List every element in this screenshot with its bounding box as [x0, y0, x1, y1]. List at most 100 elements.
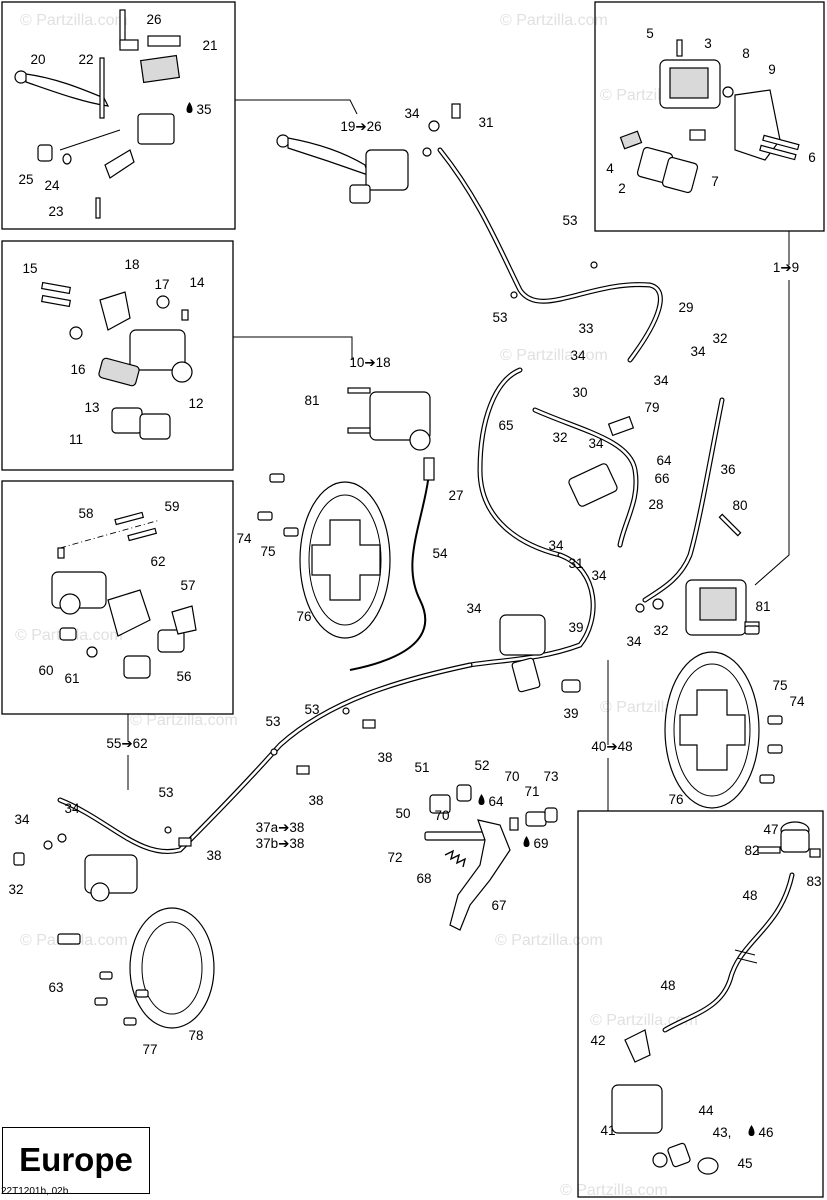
callout-label: 69 — [533, 836, 548, 851]
callout-label: 32 — [653, 623, 668, 638]
callout-label: 27 — [448, 488, 463, 503]
callout-label: 58 — [78, 506, 93, 521]
leader — [233, 336, 353, 360]
callout-label: 39 — [563, 706, 578, 721]
callout-label: 71 — [524, 784, 539, 799]
callout-label: 76 — [668, 792, 683, 807]
callout-label: 59 — [164, 499, 179, 514]
callout-label: 4 — [606, 161, 614, 176]
callout-label: 31 — [478, 115, 493, 130]
callout-label: 33 — [578, 321, 593, 336]
watermark: © Partzilla.com — [130, 712, 238, 729]
leader — [235, 99, 358, 115]
callout-label: 38 — [206, 848, 221, 863]
callout-label: 16 — [70, 362, 85, 377]
front-caliper-right-inset — [619, 39, 800, 194]
callout-label: 64 — [488, 794, 504, 809]
callout-label: 48 — [742, 888, 757, 903]
callout-label: 68 — [416, 871, 431, 886]
callout-label: 14 — [189, 275, 205, 290]
fluid-drop-icon — [523, 836, 530, 847]
callout-label: 79 — [644, 400, 659, 415]
callout-label: 53 — [265, 714, 280, 729]
callout-label: 53 — [158, 785, 173, 800]
callout-label: 83 — [806, 874, 821, 889]
callout-label: 10➔18 — [349, 355, 390, 370]
callout-label: 34 — [14, 812, 30, 827]
callout-label: 73 — [543, 769, 558, 784]
watermark: © Partzilla.com — [500, 347, 608, 364]
callout-label: 75 — [772, 678, 787, 693]
rear-master-inset — [611, 821, 821, 1175]
fluid-drop-markers — [186, 102, 755, 1136]
callout-label: 57 — [180, 578, 195, 593]
callout-label: 62 — [150, 554, 165, 569]
callout-label: 34 — [591, 568, 607, 583]
leader — [754, 280, 790, 586]
callout-label: 9 — [768, 62, 776, 77]
callout-label: 67 — [491, 898, 506, 913]
callout-label: 34 — [548, 538, 564, 553]
callout-label: 15 — [22, 261, 37, 276]
callout-label: 66 — [654, 471, 669, 486]
callout-label: 54 — [432, 546, 448, 561]
callout-label: 21 — [202, 38, 217, 53]
callout-label: 32 — [8, 882, 23, 897]
callout-label: 75 — [260, 544, 275, 559]
callout-label: 5 — [646, 26, 654, 41]
callout-label: 70 — [434, 808, 449, 823]
callout-label: 32 — [552, 430, 567, 445]
callout-label: 3 — [704, 36, 712, 51]
callout-label: 29 — [678, 300, 693, 315]
callout-label: 60 — [38, 663, 53, 678]
callout-label: 64 — [656, 453, 672, 468]
callout-label: 53 — [304, 702, 319, 717]
callout-label: 8 — [742, 46, 750, 61]
callout-label: 74 — [236, 531, 252, 546]
callout-label: 7 — [711, 174, 719, 189]
callout-label: 34 — [653, 373, 669, 388]
callout-label: 34 — [588, 436, 604, 451]
callout-label: 77 — [142, 1042, 157, 1057]
callout-label: 82 — [744, 843, 759, 858]
front-caliper-left-inset — [40, 281, 193, 440]
callout-label: 42 — [590, 1033, 605, 1048]
callout-label: 47 — [763, 822, 778, 837]
callout-label: 81 — [755, 599, 770, 614]
callout-label: 11 — [69, 432, 83, 447]
callout-label: 35 — [196, 102, 211, 117]
watermark: © Partzilla.com — [20, 12, 128, 29]
watermark: © Partzilla.com — [495, 932, 603, 949]
callout-label: 53 — [492, 310, 507, 325]
callout-label: 34 — [404, 106, 420, 121]
callout-label: 81 — [304, 393, 319, 408]
callout-label: 2 — [618, 181, 626, 196]
callout-label: 34 — [626, 634, 642, 649]
callout-label: 45 — [737, 1156, 752, 1171]
callout-label: 36 — [720, 462, 735, 477]
callout-label: 22 — [78, 52, 93, 67]
fluid-drop-icon — [478, 794, 485, 805]
callout-label: 13 — [84, 400, 99, 415]
callout-label: 72 — [387, 850, 402, 865]
callout-label: 56 — [176, 669, 191, 684]
callout-label: 38 — [377, 750, 392, 765]
callout-label: 31 — [568, 556, 583, 571]
handlebar-master-inset — [14, 9, 181, 219]
callout-label: 37a➔38 — [256, 820, 305, 835]
callout-label: 32 — [712, 331, 727, 346]
callout-label: 61 — [64, 671, 79, 686]
callout-label: 70 — [504, 769, 519, 784]
diagram-code: 22T1201b, 02b — [1, 1186, 69, 1197]
fluid-drop-icon — [186, 102, 193, 113]
callout-label: 26 — [146, 12, 161, 27]
callout-label: 63 — [48, 980, 63, 995]
callout-label: 38 — [308, 793, 323, 808]
inset-box-handlebar-master — [1, 1, 236, 230]
callout-label: 80 — [732, 498, 747, 513]
inset-box-rear-master — [577, 810, 824, 1198]
callout-label: 55➔62 — [106, 736, 147, 751]
rear-caliper-inset — [51, 511, 197, 679]
